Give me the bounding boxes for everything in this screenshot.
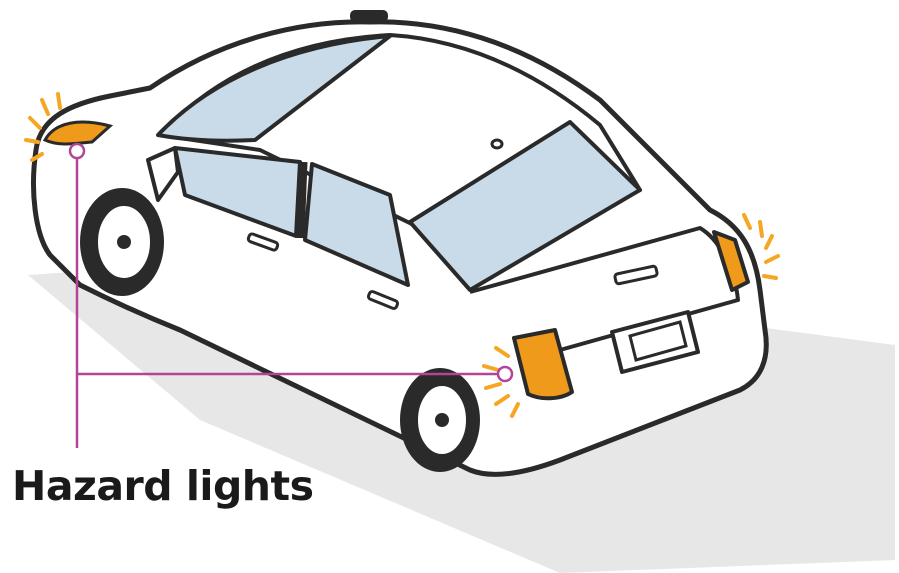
rear-wheel: [400, 368, 480, 472]
roof-antenna: [492, 140, 502, 148]
front-wheel: [80, 188, 164, 296]
roof-fin: [350, 10, 388, 22]
hazard-lights-label: Hazard lights: [12, 462, 314, 510]
rear-lamp-marker: [498, 367, 512, 381]
b-pillar: [300, 162, 303, 238]
front-lamp-marker: [70, 144, 84, 158]
